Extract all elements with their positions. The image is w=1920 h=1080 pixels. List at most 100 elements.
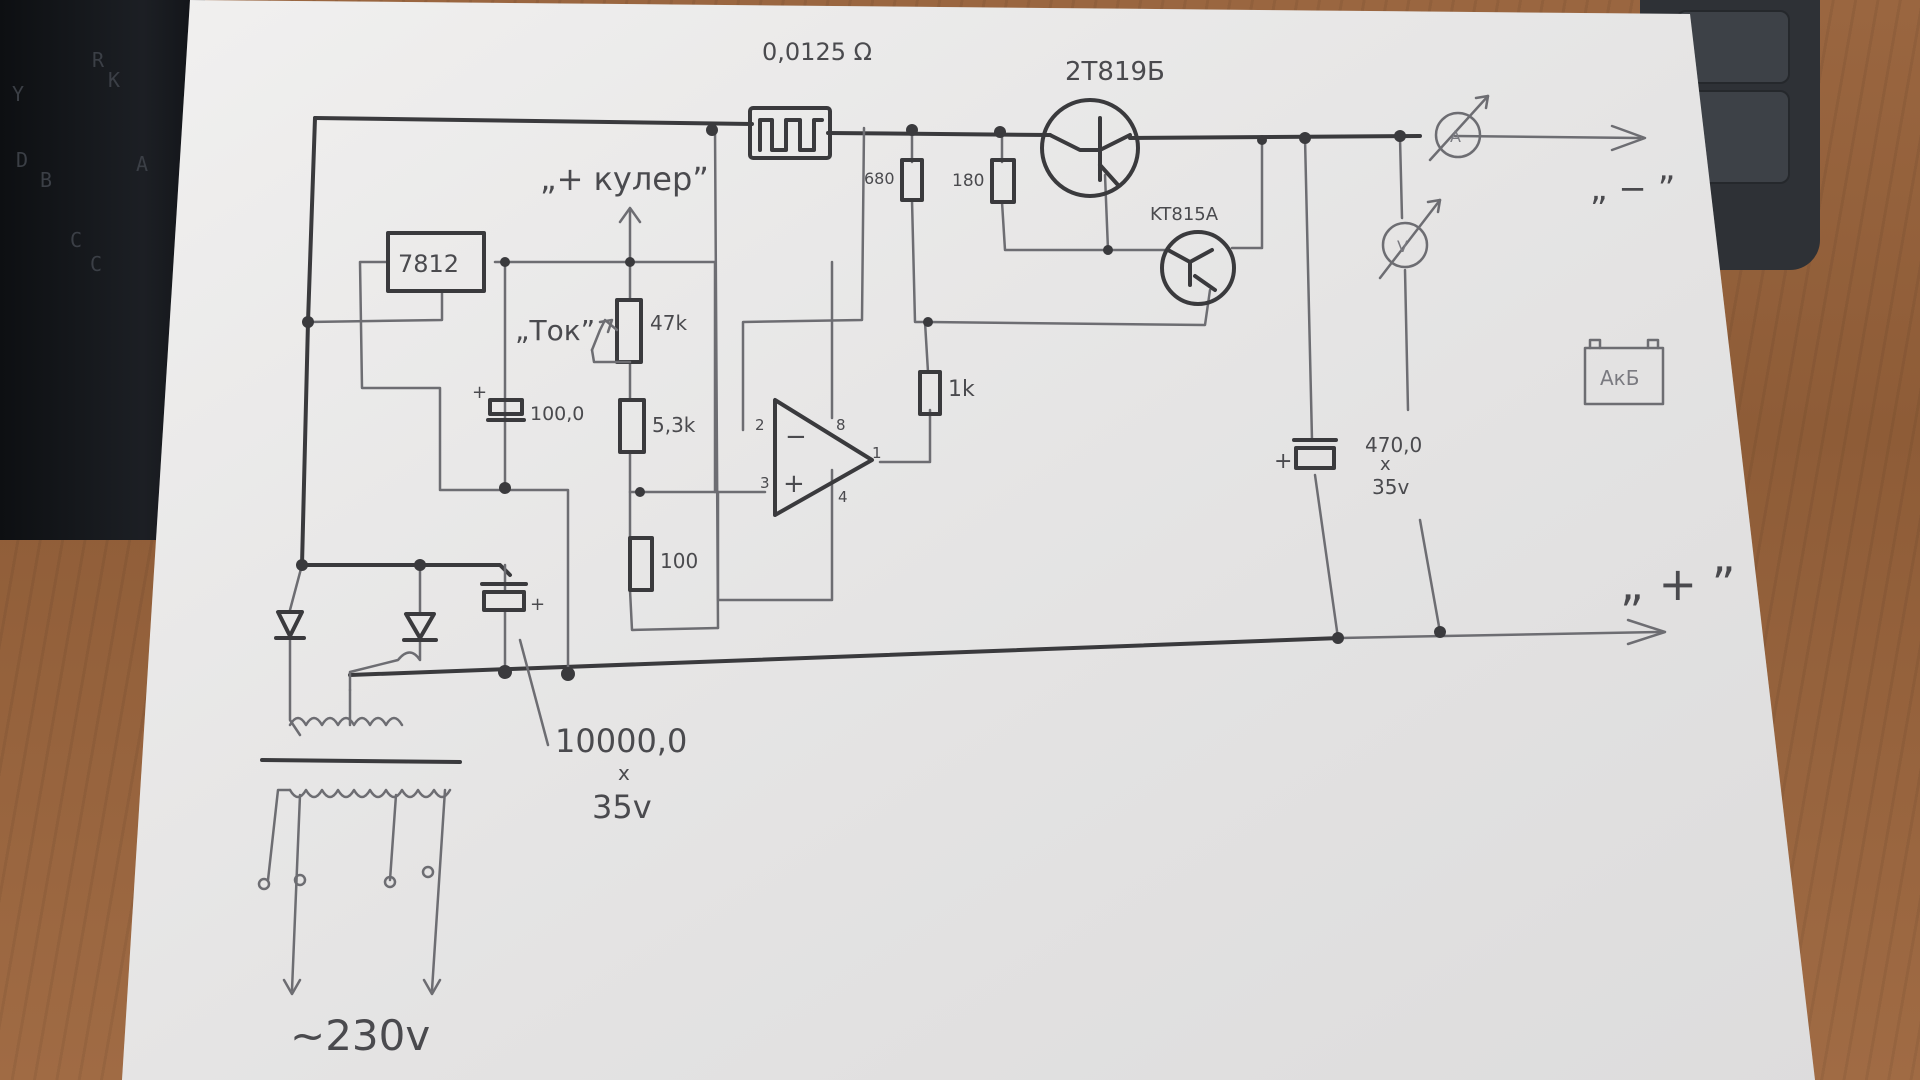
bigcap-leader	[518, 638, 550, 747]
ammeter-label: A	[1450, 127, 1461, 146]
r-100-label: 100	[660, 549, 698, 573]
bottom-wire-b	[418, 563, 512, 577]
junction-dot	[1332, 632, 1344, 644]
cap-out-x: x	[1380, 454, 1391, 475]
reg-in-wire	[306, 290, 444, 324]
power-transistor-label: 2T819Б	[1065, 57, 1165, 87]
opamp-pin1: 1	[872, 444, 882, 462]
key-label: Y	[12, 82, 25, 106]
junction-dot	[1394, 130, 1406, 142]
output-plus-wire	[1338, 630, 1662, 640]
driver-transistor-symbol	[1160, 230, 1236, 306]
key-label: B	[40, 168, 53, 192]
junction-dot	[625, 257, 635, 267]
cap-small-plus: +	[472, 382, 487, 403]
div-bottom-wire	[628, 588, 720, 632]
junction-dot	[500, 257, 510, 267]
current-label: „Ток”	[515, 314, 595, 347]
junction-dot	[1257, 135, 1267, 145]
shunt-value-label: 0,0125 Ω	[762, 38, 872, 66]
cap-main-x: x	[618, 761, 630, 785]
regulator-7812-symbol	[386, 231, 486, 293]
junction-dot	[1434, 626, 1446, 638]
outcap-bottom-wire	[1313, 473, 1340, 640]
battery-label: АкБ	[1600, 366, 1639, 390]
resistor-1k	[918, 370, 942, 416]
r1k-top-wire	[923, 320, 930, 374]
output-minus-wire	[1453, 134, 1642, 140]
resistor-680	[900, 158, 924, 202]
junction-dot	[923, 317, 933, 327]
top-rail-wire-3	[1128, 134, 1422, 140]
cap-main-value: 10000,0	[555, 722, 687, 760]
opamp-pin3: 3	[760, 474, 770, 492]
junction-dot	[635, 487, 645, 497]
r-180-label: 180	[952, 171, 984, 191]
output-plus-arrow	[1626, 618, 1667, 646]
power-transistor-symbol	[1040, 98, 1140, 198]
resistor-5k3	[618, 398, 646, 454]
resistor-100	[628, 536, 654, 592]
inv-input-wire	[741, 126, 866, 432]
resistor-180	[990, 158, 1016, 204]
cap-out-voltage: 35v	[1372, 475, 1409, 499]
vm-bottom-wire	[1418, 518, 1442, 634]
bottom-rail-wire	[348, 636, 1342, 677]
mains-label: ~230v	[290, 1011, 430, 1060]
r180-bottom-wire	[1000, 173, 1110, 252]
junction-dot	[906, 124, 918, 136]
opamp-pin2: 2	[755, 416, 765, 434]
vm-mid-wire	[1403, 268, 1410, 412]
voltmeter-label: V	[1397, 237, 1408, 256]
diode1-top-wire	[288, 563, 304, 612]
key-label: R	[92, 48, 105, 72]
r-5k3-label: 5,3k	[652, 413, 696, 437]
junction-dot	[499, 482, 511, 494]
vm-top-wire	[1398, 136, 1404, 220]
top-rail-wire-2	[826, 131, 1052, 137]
cap-out-plus: +	[1274, 449, 1292, 474]
opamp-plus: +	[783, 469, 805, 499]
capacitor-470uf	[1292, 438, 1338, 470]
output-minus-label: „ − ”	[1590, 169, 1675, 209]
opamp-pin4: 4	[838, 488, 848, 506]
opamp-minus: −	[785, 422, 807, 452]
opamp-ground-wire	[716, 468, 834, 602]
junction-dot	[706, 124, 718, 136]
key-label: C	[90, 252, 103, 276]
output-minus-arrow	[1610, 124, 1647, 152]
junction-dot	[302, 316, 314, 328]
junction-dots	[296, 124, 1446, 681]
cap-main-voltage: 35v	[592, 788, 652, 826]
cap-small-label: 100,0	[530, 403, 584, 425]
paper-shading	[122, 0, 1815, 1080]
top-rail-wire	[313, 116, 754, 126]
diode1-bottom-wire	[288, 638, 302, 737]
regulator-label: 7812	[398, 250, 459, 278]
potentiometer-symbol	[590, 298, 643, 364]
shunt-resistor	[748, 106, 832, 160]
opamp-out-wire	[878, 408, 932, 464]
opamp-symbol	[773, 398, 874, 517]
voltmeter-symbol	[1378, 198, 1442, 280]
pot-value-label: 47k	[650, 311, 687, 335]
junction-dot	[994, 126, 1006, 138]
wires	[288, 116, 1667, 747]
ammeter-symbol	[1428, 94, 1490, 162]
transformer-symbol	[257, 688, 462, 996]
junction-dot	[498, 665, 512, 679]
junction-dot	[1103, 245, 1113, 255]
cooler-label: „+ кулер”	[540, 160, 709, 198]
junction-dot	[1299, 132, 1311, 144]
key-label: A	[136, 152, 149, 176]
transformer-core	[260, 758, 462, 764]
junction-dot	[414, 559, 426, 571]
primary-winding	[288, 788, 452, 799]
secondary-winding	[288, 716, 404, 727]
key-label: K	[108, 68, 121, 92]
r-680-label: 680	[864, 169, 895, 188]
cap-out-value: 470,0	[1365, 433, 1422, 457]
battery-symbol	[1583, 338, 1665, 406]
diode-right	[402, 612, 438, 642]
